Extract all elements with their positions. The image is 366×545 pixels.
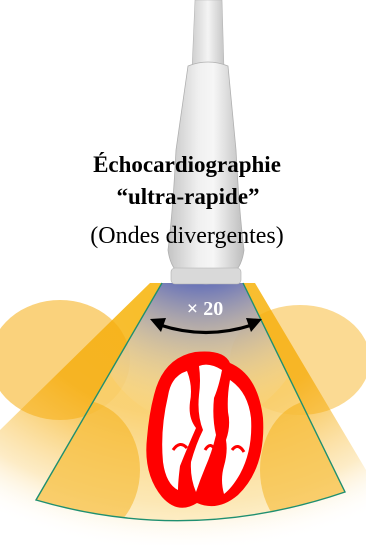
speedup-label: × 20 xyxy=(187,298,223,320)
title-line-3: (Ondes divergentes) xyxy=(90,223,284,249)
probe-cable xyxy=(192,0,224,70)
title-line-2: “ultra-rapide” xyxy=(116,184,259,209)
heart-chambers-icon xyxy=(146,351,263,507)
title-line-1: Échocardiographie xyxy=(93,152,281,177)
